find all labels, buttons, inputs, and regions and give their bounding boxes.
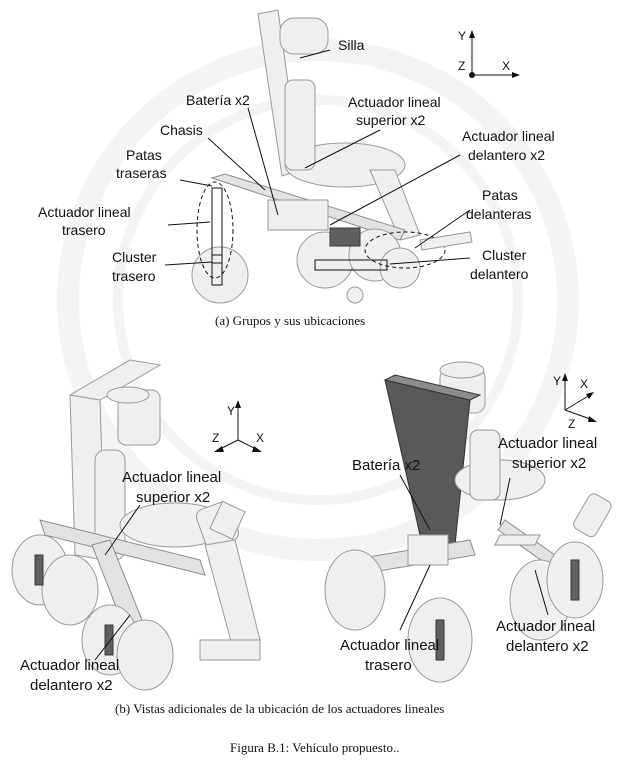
figure-caption: Figura B.1: Vehículo propuesto.. [230, 740, 399, 755]
label-actuador-superior-b-left-2: superior x2 [136, 489, 210, 506]
label-actuador-delantero-b-left-2: delantero x2 [30, 677, 113, 694]
label-actuador-delantero-a-1: Actuador lineal [462, 128, 555, 144]
label-actuador-delantero-a: Actuador lineal delantero x2 [462, 128, 559, 163]
wheel-left-4 [116, 619, 174, 691]
axis-z-label-b-left: Z [212, 431, 219, 445]
front-leg [369, 169, 421, 241]
label-actuador-trasero-b-right-1: Actuador lineal [340, 637, 439, 654]
axis-x-label-b-left: X [256, 431, 264, 445]
caster-wheel [346, 286, 364, 304]
panel-b-left: Y X Z [11, 359, 264, 694]
front-group-dashed [364, 231, 446, 269]
frame-left [39, 519, 206, 576]
label-patas-delanteras: Patas delanteras [466, 187, 531, 222]
label-actuador-superior-b-right-1: Actuador lineal [498, 435, 597, 452]
label-cluster-trasero: Cluster trasero [112, 249, 160, 284]
label-actuador-superior-b-left-1: Actuador lineal [122, 469, 221, 486]
label-patas-delanteras-2: delanteras [466, 206, 531, 222]
label-actuador-delantero-b-right-1: Actuador lineal [496, 618, 595, 635]
label-silla: Silla [338, 37, 365, 53]
label-actuador-superior-b-right: Actuador lineal superior x2 [498, 435, 601, 472]
axis-x-label-b-right: X [580, 377, 588, 391]
torso [284, 79, 316, 171]
rear-actuator-bar [211, 187, 223, 264]
label-actuador-delantero-b-left: Actuador lineal delantero x2 [20, 657, 123, 694]
label-actuador-delantero-b-right-2: delantero x2 [506, 638, 589, 655]
axes-triad-b-left: Y X Z [212, 400, 264, 452]
label-actuador-superior-a-2: superior x2 [356, 112, 425, 128]
foot-left [199, 639, 261, 661]
axis-z-label-b-right: Z [568, 417, 575, 431]
panel-a: Y X Z [38, 9, 559, 328]
front-leg-plate [419, 231, 473, 251]
battery-box [267, 199, 329, 231]
label-actuador-delantero-b-right: Actuador lineal delantero x2 [496, 618, 599, 655]
wheel-right-1 [324, 549, 386, 631]
label-cluster-delantero-2: delantero [470, 266, 529, 282]
headrest [279, 17, 329, 55]
axes-triad-b-right: Y X Z [553, 373, 597, 431]
label-actuador-trasero-b-right-2: trasero [365, 657, 412, 674]
label-actuador-trasero-a-2: trasero [62, 222, 106, 238]
axis-y-label: Y [458, 29, 466, 43]
label-chasis: Chasis [160, 122, 203, 138]
vehicle-side-view [191, 9, 473, 304]
rear-cluster-box [211, 254, 223, 286]
label-actuador-trasero-a-1: Actuador lineal [38, 204, 131, 220]
label-actuador-superior-b-left: Actuador lineal superior x2 [122, 469, 225, 506]
label-cluster-trasero-1: Cluster [112, 249, 157, 265]
label-actuador-delantero-a-2: delantero x2 [468, 147, 545, 163]
label-actuador-trasero-a: Actuador lineal trasero [38, 204, 135, 238]
label-cluster-delantero-1: Cluster [482, 247, 527, 263]
label-patas-traseras: Patas traseras [116, 147, 167, 181]
rear-group-dashed [196, 181, 234, 279]
rear-wheel [191, 246, 249, 304]
vehicle-iso-right [324, 361, 612, 683]
wheel-left-2 [41, 554, 99, 626]
label-actuador-superior-b-right-2: superior x2 [512, 455, 586, 472]
axis-x-label: X [502, 59, 510, 73]
label-cluster-delantero: Cluster delantero [470, 247, 530, 282]
axis-z-label: Z [458, 59, 465, 73]
label-bateria-b-right: Batería x2 [352, 457, 420, 474]
front-actuator-body [329, 227, 361, 247]
leader-lines-b-left [94, 504, 141, 661]
label-actuador-trasero-b-right: Actuador lineal trasero [340, 637, 443, 674]
label-actuador-delantero-b-left-1: Actuador lineal [20, 657, 119, 674]
leader-lines-a [164, 49, 471, 266]
label-patas-traseras-1: Patas [126, 147, 162, 163]
leader-lines-b-right [399, 474, 549, 631]
front-cluster-box [314, 259, 388, 271]
torso-right [469, 429, 501, 501]
leg-left [204, 539, 261, 646]
caption-a: (a) Grupos y sus ubicaciones [215, 313, 365, 328]
label-cluster-trasero-2: trasero [112, 268, 156, 284]
caption-b: (b) Vistas adicionales de la ubicación d… [115, 701, 444, 716]
battery-right [407, 534, 449, 566]
label-actuador-superior-a-1: Actuador lineal [348, 94, 441, 110]
axes-triad-a: Y X Z [458, 29, 520, 78]
label-bateria: Batería x2 [186, 92, 250, 108]
axis-y-label-b-left: Y [227, 404, 235, 418]
axis-y-label-b-right: Y [553, 374, 561, 388]
label-actuador-superior-a: Actuador lineal superior x2 [348, 94, 445, 128]
label-patas-delanteras-1: Patas [482, 187, 518, 203]
panel-b-right: Y X Z [324, 361, 612, 683]
label-patas-traseras-2: traseras [116, 165, 167, 181]
upper-actuator-right [494, 534, 541, 546]
vehicle-iso-left [11, 359, 261, 691]
